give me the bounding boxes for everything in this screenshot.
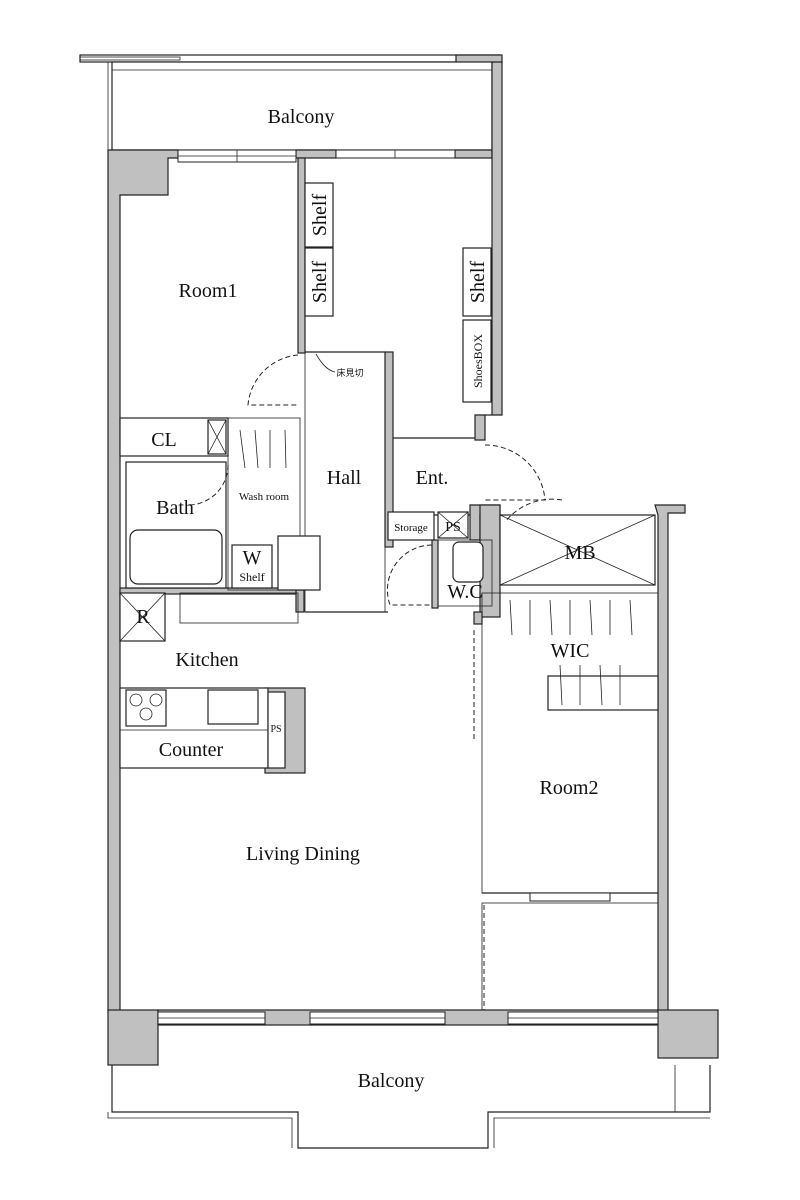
label-shoes-box: ShoesBOX [471, 334, 485, 388]
label-storage: Storage [394, 522, 428, 534]
label-room2: Room2 [540, 777, 599, 799]
shelf-box-3 [462, 247, 492, 317]
label-meter-box: MB [564, 542, 595, 564]
shoes-box [462, 319, 492, 403]
label-washer-shelf: Shelf [239, 570, 264, 584]
bottom-balcony [107, 1065, 711, 1149]
label-hall: Hall [327, 467, 362, 489]
label-kitchen: Kitchen [175, 649, 238, 671]
label-shelf-3: Shelf [467, 261, 489, 304]
label-pipe-space-2: PS [270, 724, 281, 735]
label-entrance: Ent. [416, 467, 449, 489]
label-pipe-space-1: PS [445, 520, 461, 535]
floor-boundary-leader [315, 353, 336, 373]
label-shelf-2: Shelf [309, 261, 331, 304]
label-balcony-top: Balcony [268, 106, 335, 128]
label-wic: WIC [551, 640, 590, 662]
label-bath: Bath [156, 497, 194, 519]
bottom-windows [157, 1011, 659, 1025]
label-refrigerator: R [136, 606, 150, 628]
shelf-box-1 [304, 182, 334, 248]
top-balcony [79, 54, 503, 151]
label-counter: Counter [159, 739, 224, 761]
label-wc: W.C [447, 581, 482, 603]
top-windows [177, 149, 456, 163]
label-washer: W [243, 547, 262, 569]
label-balcony-bottom: Balcony [358, 1070, 425, 1092]
partitions [119, 351, 659, 1011]
label-closet: CL [151, 429, 177, 451]
label-living-dining: Living Dining [246, 843, 360, 865]
label-room1: Room1 [179, 280, 238, 302]
door-swings [187, 354, 633, 1010]
shelf-box-2 [304, 247, 334, 317]
label-shelf-1: Shelf [309, 194, 331, 237]
label-wash-room: Wash room [239, 491, 290, 503]
label-floor-boundary: 床見切 [336, 367, 363, 378]
